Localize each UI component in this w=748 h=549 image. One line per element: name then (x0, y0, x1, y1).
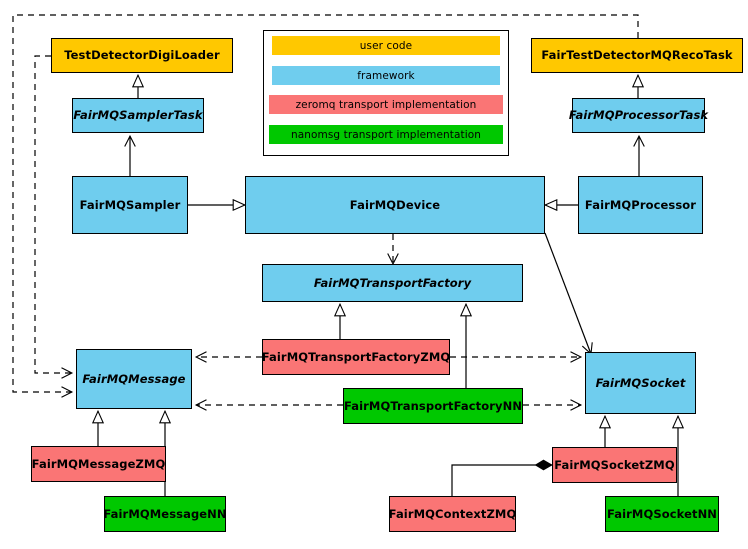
class-box-fair-mq-transport-factory-zmq[interactable]: FairMQTransportFactoryZMQ (262, 339, 450, 375)
legend-item-nanomsg: nanomsg transport implementation (269, 125, 503, 144)
class-label: FairMQTransportFactory (313, 275, 472, 290)
class-box-fair-mq-transport-factory-nn[interactable]: FairMQTransportFactoryNN (343, 388, 523, 424)
class-box-fair-mq-processor[interactable]: FairMQProcessor (578, 176, 703, 234)
class-box-fair-mq-message-zmq[interactable]: FairMQMessageZMQ (31, 446, 166, 482)
class-label: FairMQSocketZMQ (554, 457, 675, 472)
class-box-fair-mq-socket[interactable]: FairMQSocket (585, 352, 696, 414)
legend-item-label: zeromq transport implementation (295, 98, 477, 111)
legend-item-label: framework (357, 69, 415, 82)
edge-device-to-socket (544, 232, 593, 356)
class-box-fair-mq-transport-factory[interactable]: FairMQTransportFactory (262, 264, 523, 302)
class-label: FairMQSampler (79, 197, 181, 212)
class-label: FairMQTransportFactoryZMQ (261, 349, 451, 364)
class-label: FairMQSocket (595, 375, 686, 390)
class-box-fair-mq-processor-task[interactable]: FairMQProcessorTask (568, 98, 709, 133)
class-box-fair-mq-message-nn[interactable]: FairMQMessageNN (103, 496, 227, 532)
class-box-fair-mq-message[interactable]: FairMQMessage (76, 349, 192, 409)
class-label: FairMQTransportFactoryNN (343, 398, 523, 413)
legend-item-zeromq: zeromq transport implementation (269, 95, 503, 114)
legend-item-label: user code (359, 39, 413, 52)
class-label: FairMQProcessorTask (568, 108, 709, 123)
legend-item-framework: framework (272, 66, 500, 85)
class-box-fair-mq-sampler[interactable]: FairMQSampler (72, 176, 188, 234)
class-label: FairMQDevice (349, 197, 441, 212)
class-box-fair-mq-device[interactable]: FairMQDevice (245, 176, 545, 234)
class-label: FairMQContextZMQ (388, 506, 517, 521)
class-box-fair-mq-sampler-task[interactable]: FairMQSamplerTask (72, 98, 204, 133)
class-box-fair-mq-context-zmq[interactable]: FairMQContextZMQ (389, 496, 516, 532)
class-label: FairMQSamplerTask (73, 108, 203, 123)
legend-item-user-code: user code (272, 36, 500, 55)
edge-recotask-to-message (12, 14, 639, 398)
class-box-fair-mq-socket-zmq[interactable]: FairMQSocketZMQ (552, 447, 677, 483)
class-label: FairMQMessageZMQ (31, 456, 166, 471)
edge-contextzmq-to-socketzmq (451, 465, 552, 496)
class-label: FairMQMessage (82, 371, 186, 386)
edge-digiloader-to-message (34, 55, 74, 379)
legend-item-label: nanomsg transport implementation (290, 128, 482, 141)
class-box-fair-mq-socket-nn[interactable]: FairMQSocketNN (605, 496, 719, 532)
class-box-test-detector-digi-loader[interactable]: TestDetectorDigiLoader (51, 38, 233, 73)
class-label: FairTestDetectorMQRecoTask (541, 48, 733, 63)
class-box-fair-test-detector-mq-reco-task[interactable]: FairTestDetectorMQRecoTask (531, 38, 743, 73)
class-label: FairMQSocketNN (606, 506, 718, 521)
class-label: FairMQMessageNN (103, 506, 227, 521)
class-label: TestDetectorDigiLoader (64, 48, 220, 63)
class-label: FairMQProcessor (584, 197, 697, 212)
